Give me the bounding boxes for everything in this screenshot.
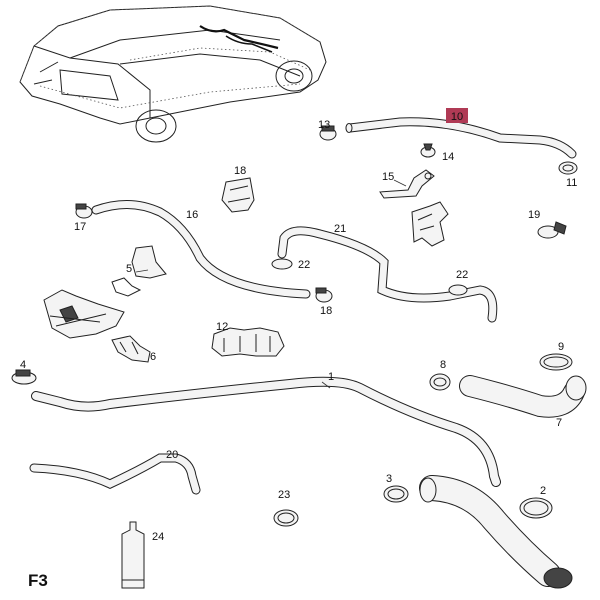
callout-label-22b: 22 xyxy=(456,269,468,281)
clamp-3: 3 xyxy=(383,473,409,503)
clamp-11: 11 xyxy=(558,161,578,189)
hose-16: 16 xyxy=(91,199,311,299)
callout-label-11: 11 xyxy=(566,177,577,189)
page-code: F3 xyxy=(28,571,48,590)
hose-23: 20 xyxy=(29,449,201,495)
callout-label-22a: 22 xyxy=(298,259,310,271)
clamp-13: 13 xyxy=(318,119,337,141)
clamp-17: 17 xyxy=(74,203,93,233)
callout-10: 10 xyxy=(446,108,468,123)
callout-label-15: 15 xyxy=(382,171,394,183)
bracket-12: 12 xyxy=(211,321,285,357)
bracket-19: 18 xyxy=(221,165,255,213)
bracket-5: 5 xyxy=(111,245,167,297)
callout-label-1: 1 xyxy=(328,371,334,383)
callout-label-4: 4 xyxy=(20,359,26,371)
callout-label-3: 3 xyxy=(386,473,392,485)
hose-10 xyxy=(345,117,577,159)
callout-label-19: 18 xyxy=(234,165,246,177)
callout-label-16: 16 xyxy=(186,209,198,221)
clamp-9: 9 xyxy=(539,341,573,371)
mounting-bracket-detail xyxy=(411,201,449,247)
clamp-20: 19 xyxy=(528,209,567,239)
callout-label-18: 18 xyxy=(320,305,332,317)
hose-7: 7 xyxy=(459,375,587,429)
clamp-18: 18 xyxy=(315,287,333,317)
sealant-tube-25: 24 xyxy=(121,521,164,589)
bracket-15: 15 xyxy=(379,169,435,199)
clamp-2: 2 xyxy=(519,485,553,519)
hose-21: 21 xyxy=(277,223,498,323)
callout-label-13: 13 xyxy=(318,119,330,131)
callout-label-17: 17 xyxy=(74,221,86,233)
callout-label-23: 20 xyxy=(166,449,178,461)
hose-1: 1 xyxy=(31,371,501,487)
callout-label-6: 6 xyxy=(150,351,156,363)
callout-label-7: 7 xyxy=(556,417,562,429)
callout-label-8: 8 xyxy=(440,359,446,371)
clip-14: 14 xyxy=(420,143,454,163)
bracket-6: 6 xyxy=(111,335,156,363)
clamp-22-left: 22 xyxy=(271,258,310,271)
clamp-24: 23 xyxy=(273,489,299,527)
hose-bottom-right xyxy=(419,475,573,589)
callout-label-24: 23 xyxy=(278,489,290,501)
callout-label-14: 14 xyxy=(442,151,454,163)
engine-mount-detail xyxy=(43,289,125,339)
vehicle-outline xyxy=(19,5,327,143)
callout-label-10: 10 xyxy=(451,111,463,123)
callout-label-20: 19 xyxy=(528,209,540,221)
clamp-22-right: 22 xyxy=(448,269,468,296)
callout-label-9: 9 xyxy=(558,341,564,353)
callout-label-2: 2 xyxy=(540,485,546,497)
callout-label-12: 12 xyxy=(216,321,228,333)
clamp-4: 4 xyxy=(11,359,37,385)
callout-label-5: 5 xyxy=(126,263,132,275)
callout-label-25: 24 xyxy=(152,531,164,543)
callout-label-21: 21 xyxy=(334,223,346,235)
clamp-8: 8 xyxy=(429,359,451,391)
